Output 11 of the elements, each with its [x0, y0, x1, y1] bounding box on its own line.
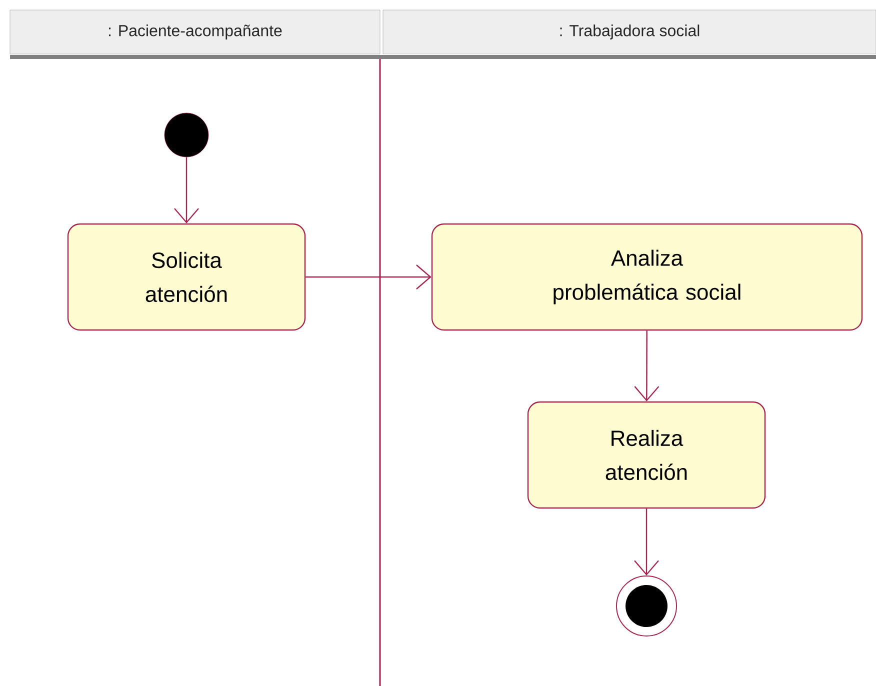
action-box: Solicita atención: [67, 223, 306, 331]
arrow: [634, 508, 659, 576]
final-node: [616, 576, 677, 636]
action-box: Analiza problemática social: [431, 223, 863, 331]
lane-header: : Paciente-acompañante: [10, 10, 380, 54]
arrow: [174, 157, 199, 224]
arrow: [634, 330, 660, 402]
arrow: [306, 264, 432, 290]
initial-node: [164, 112, 209, 158]
lane-header: : Trabajadora social: [382, 10, 876, 54]
action-box: Realiza atención: [527, 401, 766, 509]
